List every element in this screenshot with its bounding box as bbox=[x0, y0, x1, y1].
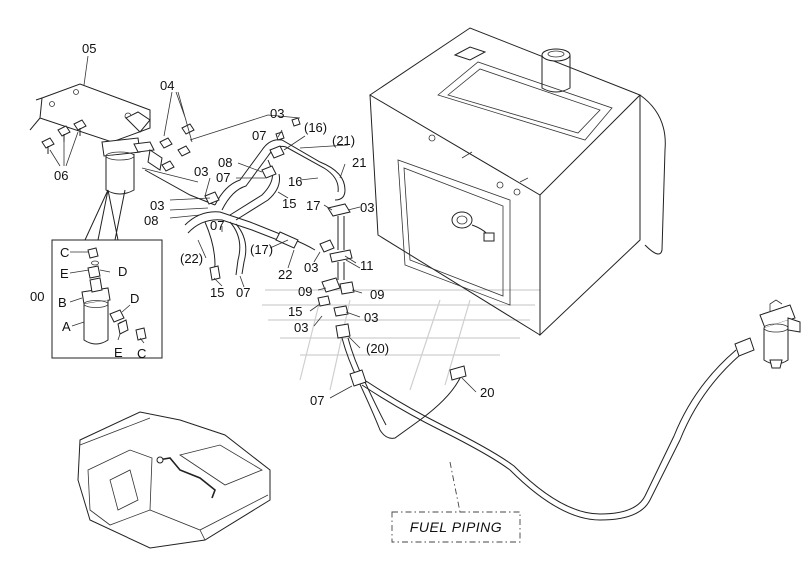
caption-box: FUEL PIPING bbox=[391, 511, 521, 543]
label-a: A bbox=[62, 319, 71, 334]
watermark bbox=[262, 289, 540, 391]
label-d: D bbox=[118, 264, 127, 279]
caption-leader bbox=[449, 461, 461, 513]
label-03: 03 bbox=[360, 200, 374, 215]
label-03: 03 bbox=[150, 198, 164, 213]
leader-lines bbox=[49, 55, 477, 399]
label-06: 06 bbox=[54, 168, 68, 183]
label-03: 03 bbox=[194, 164, 208, 179]
lower-hoses bbox=[341, 337, 755, 521]
label-07: 07 bbox=[236, 285, 250, 300]
label-03: 03 bbox=[304, 260, 318, 275]
label-e: E bbox=[60, 266, 69, 281]
fuel-tank bbox=[369, 27, 666, 337]
label-04: 04 bbox=[160, 78, 174, 93]
label-17: 17 bbox=[306, 198, 320, 213]
fuel-filter bbox=[101, 123, 216, 206]
label-03: 03 bbox=[294, 320, 308, 335]
water-separator bbox=[759, 299, 801, 369]
label-c: C bbox=[60, 245, 69, 260]
label-00: 00 bbox=[30, 289, 44, 304]
label-17-ref: (17) bbox=[250, 242, 273, 257]
label-21-ref: (21) bbox=[332, 133, 355, 148]
label-c: C bbox=[137, 346, 146, 361]
filter-bracket bbox=[29, 83, 151, 154]
label-09: 09 bbox=[370, 287, 384, 302]
label-08: 08 bbox=[144, 213, 158, 228]
label-03: 03 bbox=[270, 106, 284, 121]
label-08: 08 bbox=[218, 155, 232, 170]
label-05: 05 bbox=[82, 41, 96, 56]
fitting-column bbox=[317, 203, 355, 339]
label-20: 20 bbox=[480, 385, 494, 400]
label-15: 15 bbox=[210, 285, 224, 300]
label-11: 11 bbox=[360, 258, 374, 273]
label-16-ref: (16) bbox=[304, 120, 327, 135]
label-07: 07 bbox=[210, 218, 224, 233]
label-b: B bbox=[58, 295, 67, 310]
excavator-overview bbox=[77, 411, 271, 549]
fuel-hoses bbox=[184, 117, 346, 281]
label-e: E bbox=[114, 345, 123, 360]
label-22: 22 bbox=[278, 267, 292, 282]
label-21: 21 bbox=[352, 155, 366, 170]
detail-box bbox=[51, 239, 163, 359]
label-09: 09 bbox=[298, 284, 312, 299]
label-03: 03 bbox=[364, 310, 378, 325]
label-16: 16 bbox=[288, 174, 302, 189]
label-07: 07 bbox=[252, 128, 266, 143]
label-15: 15 bbox=[288, 304, 302, 319]
label-22-ref: (22) bbox=[180, 251, 203, 266]
label-d: D bbox=[130, 291, 139, 306]
label-20-ref: (20) bbox=[366, 341, 389, 356]
label-07: 07 bbox=[216, 170, 230, 185]
part-labels: 05 04 06 03 07 (16) (21) 21 16 08 07 03 … bbox=[30, 41, 494, 408]
label-07: 07 bbox=[310, 393, 324, 408]
label-15: 15 bbox=[282, 196, 296, 211]
detail-pointer bbox=[84, 189, 126, 241]
caption-text: FUEL PIPING bbox=[410, 519, 502, 535]
